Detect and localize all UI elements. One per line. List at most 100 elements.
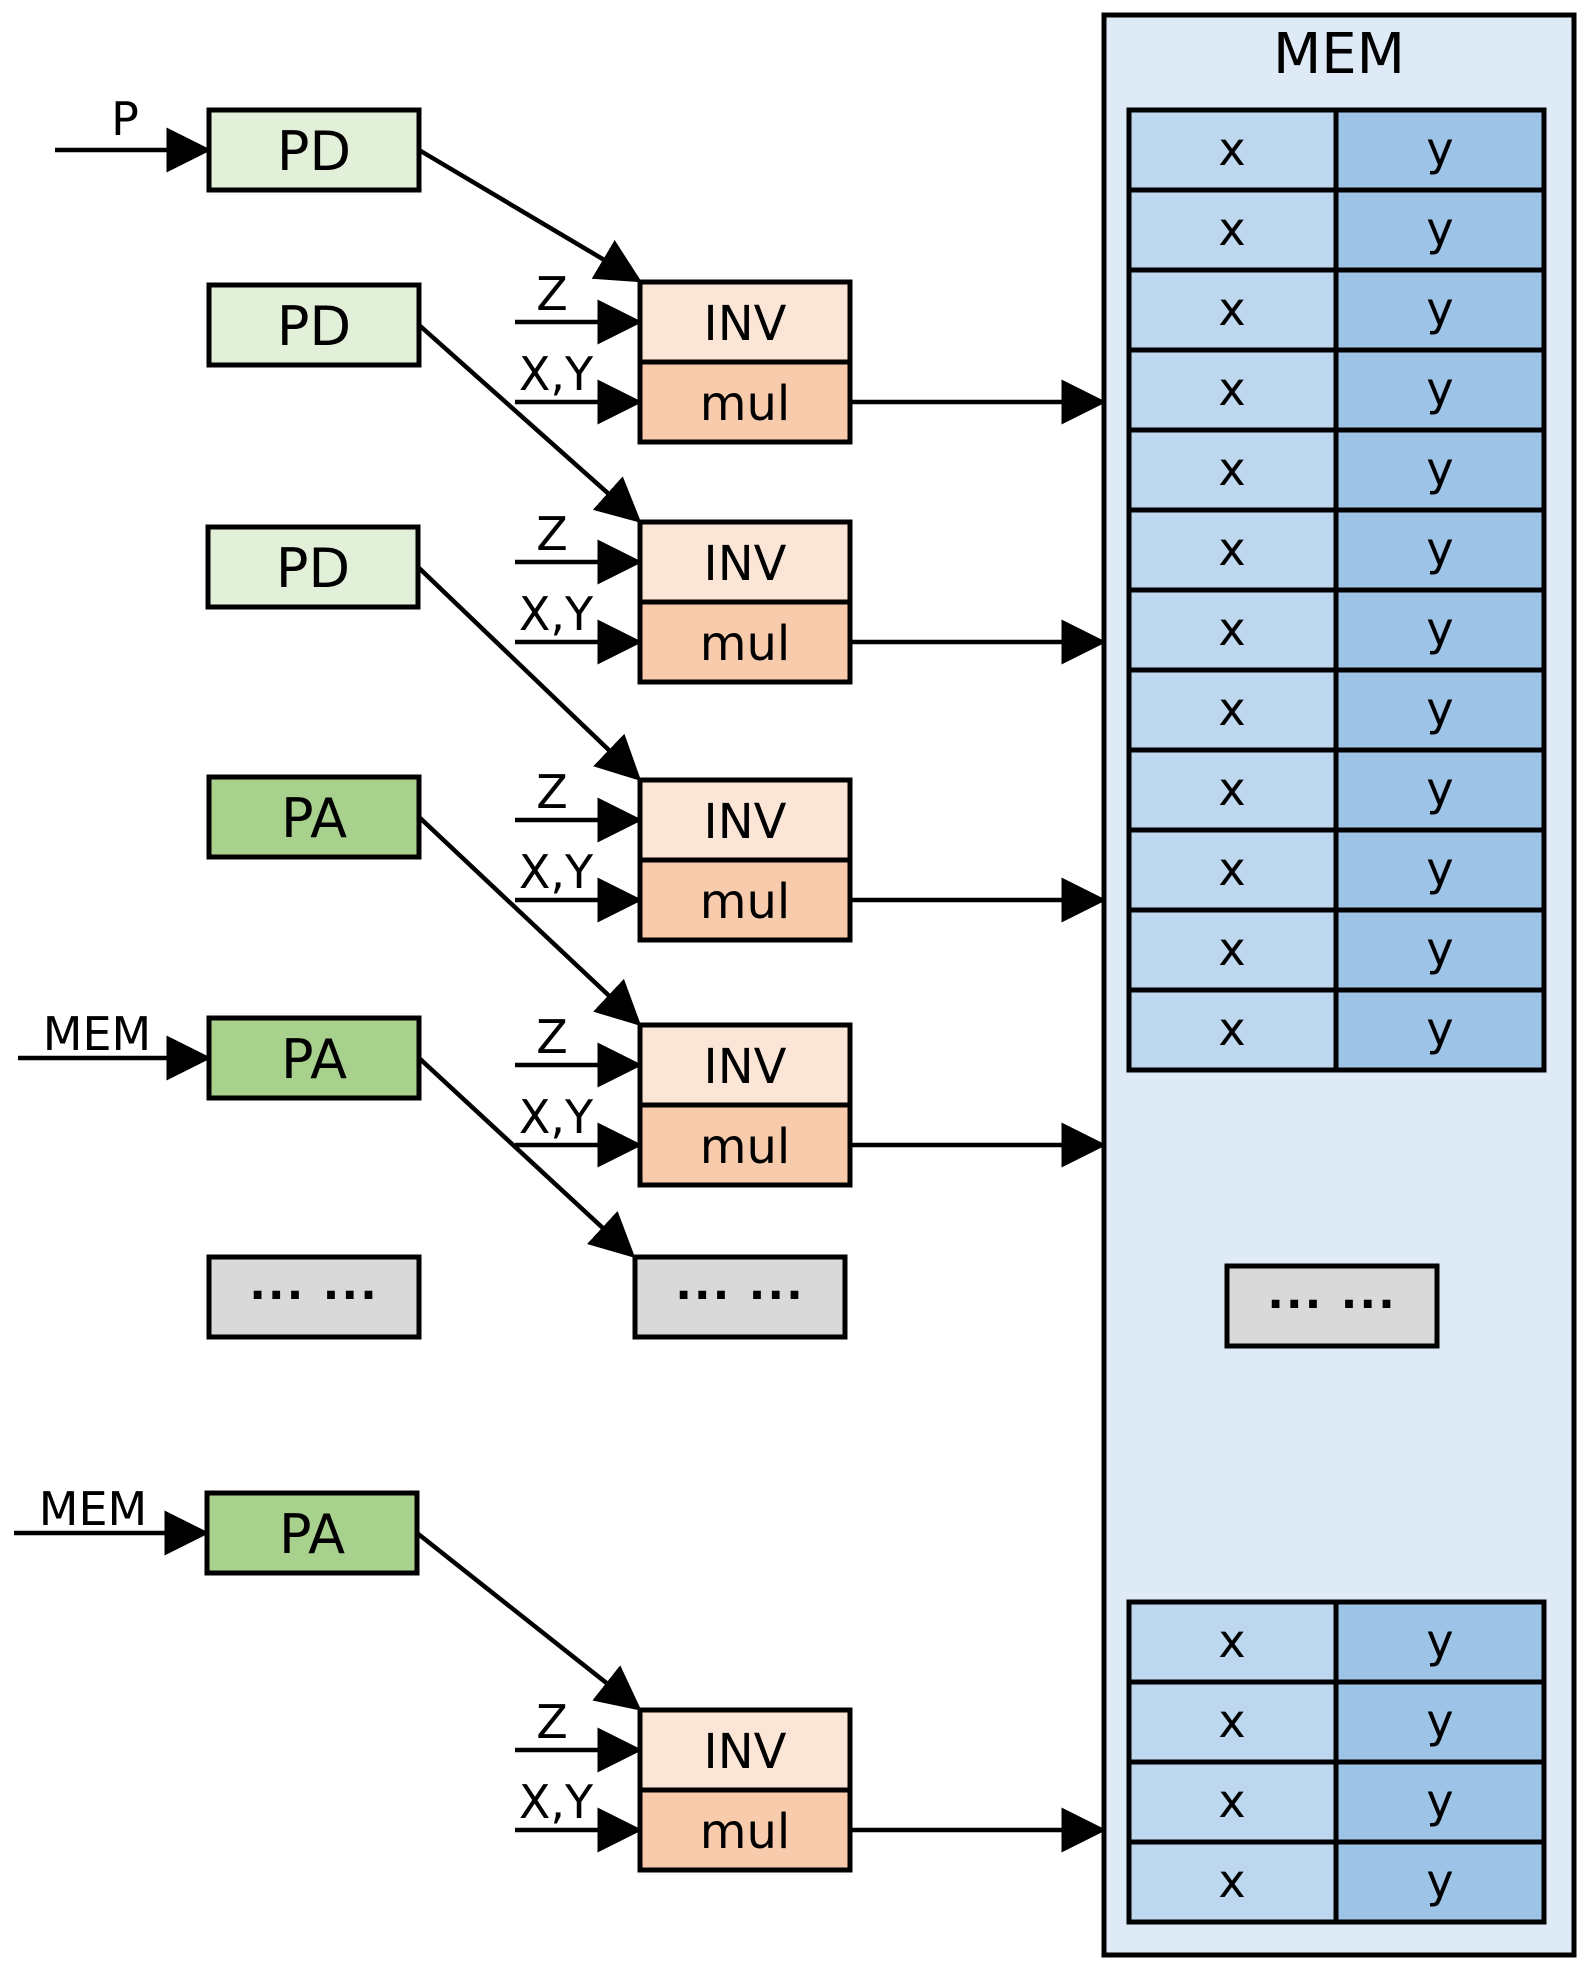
- memory-top-row-12-x-label: x: [1218, 1002, 1245, 1056]
- memory-bottom-row-3-y-cell: [1333, 1759, 1547, 1845]
- memory-top-row-5-y-cell: [1333, 427, 1547, 513]
- connection-wires: [14, 127, 1107, 1853]
- memory-top-row-12-y-cell: [1333, 987, 1547, 1073]
- inv-unit-5: [637, 1707, 853, 1793]
- memory-top-row-9-y-cell: [1333, 747, 1547, 833]
- inv-unit-4: [637, 1022, 853, 1108]
- z-label-1: Z: [536, 267, 568, 321]
- memory-top-row-4-x-label: x: [1218, 362, 1245, 416]
- memory-ellipsis-box: [1224, 1263, 1440, 1349]
- mul-unit-3-label: mul: [700, 874, 791, 930]
- mul-unit-5-label: mul: [700, 1804, 791, 1860]
- memory-top-row-6-x-cell: [1126, 507, 1339, 593]
- memory-top-row-5-x-cell: [1126, 427, 1339, 513]
- pd-block-2: [206, 282, 422, 368]
- mul-unit-1-label: mul: [700, 376, 791, 432]
- memory-top-row-4-y-label: y: [1426, 362, 1453, 416]
- middle-ellipsis-text: ··· ···: [675, 1270, 805, 1321]
- memory-top-row-1-x-label: x: [1218, 122, 1245, 176]
- mem-input-label-1: MEM: [43, 1007, 151, 1061]
- pa-block-3: [204, 1490, 420, 1576]
- inv-unit-1: [637, 279, 853, 365]
- mul-unit-4: [637, 1102, 853, 1188]
- memory-top-row-3-x-cell: [1126, 267, 1339, 353]
- memory-title: MEM: [1273, 22, 1405, 87]
- memory-top-row-11-x-label: x: [1218, 922, 1245, 976]
- memory-top-row-5-y-label: y: [1426, 442, 1453, 496]
- memory-bottom-row-4-y-label: y: [1426, 1854, 1453, 1908]
- pa-block-2: [206, 1015, 422, 1101]
- mul-unit-1: [637, 359, 853, 445]
- pa-2-to-ellipsis-arrow: [417, 1056, 636, 1259]
- inv-unit-3-label: INV: [704, 794, 787, 850]
- memory-bottom-row-1-y-cell: [1333, 1599, 1547, 1685]
- memory-ellipsis-text: ··· ···: [1267, 1279, 1397, 1330]
- memory-bottom-row-1-x-label: x: [1218, 1614, 1245, 1668]
- mul-unit-2-label: mul: [700, 616, 791, 672]
- inv-unit-2: [637, 519, 853, 605]
- memory-top-row-6-y-label: y: [1426, 522, 1453, 576]
- xy-label-2: X,Y: [519, 587, 594, 641]
- pa-block-2-label: PA: [281, 1028, 347, 1091]
- pd-block-1-label: PD: [277, 120, 351, 183]
- pa-3-to-inv-5-arrow: [415, 1531, 642, 1711]
- left-ellipsis-box: [206, 1254, 422, 1340]
- mul-unit-2: [637, 599, 853, 685]
- xy-label-4: X,Y: [519, 1090, 594, 1144]
- z-label-5: Z: [536, 1695, 568, 1749]
- memory-top-row-3-x-label: x: [1218, 282, 1245, 336]
- inv-unit-5-label: INV: [704, 1724, 787, 1780]
- xy-label-1: X,Y: [519, 347, 594, 401]
- pd-3-to-inv-3-arrow: [416, 565, 642, 782]
- memory-top-row-10-y-label: y: [1426, 842, 1453, 896]
- pd-block-2-label: PD: [277, 295, 351, 358]
- pd-1-to-inv-1-arrow: [417, 148, 642, 283]
- memory-top-row-4-x-cell: [1126, 347, 1339, 433]
- pa-block-3-label: PA: [279, 1503, 345, 1566]
- memory-bottom-row-3-y-label: y: [1426, 1774, 1453, 1828]
- z-label-3: Z: [536, 765, 568, 819]
- pd-block-1: [206, 107, 422, 193]
- z-label-4: Z: [536, 1010, 568, 1064]
- memory-bottom-row-4-y-cell: [1333, 1839, 1547, 1925]
- mul-unit-4-label: mul: [700, 1119, 791, 1175]
- middle-ellipsis-box: [632, 1254, 848, 1340]
- inv-unit-1-label: INV: [704, 296, 787, 352]
- memory-top-row-12-y-label: y: [1426, 1002, 1453, 1056]
- memory-bottom-row-3-x-label: x: [1218, 1774, 1245, 1828]
- mul-unit-3: [637, 857, 853, 943]
- memory-top-row-8-x-cell: [1126, 667, 1339, 753]
- mul-unit-5: [637, 1787, 853, 1873]
- memory-top-row-1-y-label: y: [1426, 122, 1453, 176]
- memory-top-row-2-x-label: x: [1218, 202, 1245, 256]
- memory-top-row-7-y-label: y: [1426, 602, 1453, 656]
- memory-top-row-11-x-cell: [1126, 907, 1339, 993]
- xy-label-5: X,Y: [519, 1775, 594, 1829]
- memory-top-row-3-y-label: y: [1426, 282, 1453, 336]
- memory-bottom-row-2-y-cell: [1333, 1679, 1547, 1765]
- p-input-label: P: [111, 92, 139, 146]
- memory-top-row-10-x-cell: [1126, 827, 1339, 913]
- memory-top-row-8-x-label: x: [1218, 682, 1245, 736]
- memory-top-row-6-x-label: x: [1218, 522, 1245, 576]
- pd-block-3-label: PD: [276, 537, 350, 600]
- memory-top-row-10-x-label: x: [1218, 842, 1245, 896]
- pd-block-3: [205, 524, 421, 610]
- pa-block-1: [206, 774, 422, 860]
- memory-top-row-9-x-label: x: [1218, 762, 1245, 816]
- inv-unit-2-label: INV: [704, 536, 787, 592]
- pd-2-to-inv-2-arrow: [417, 323, 642, 523]
- memory-top-row-9-y-label: y: [1426, 762, 1453, 816]
- memory-bottom-row-1-y-label: y: [1426, 1614, 1453, 1668]
- mem-input-label-2: MEM: [39, 1482, 147, 1536]
- xy-label-3: X,Y: [519, 845, 594, 899]
- memory-top-row-5-x-label: x: [1218, 442, 1245, 496]
- memory-top-row-7-x-cell: [1126, 587, 1339, 673]
- memory-top-row-8-y-label: y: [1426, 682, 1453, 736]
- memory-top-row-7-x-label: x: [1218, 602, 1245, 656]
- inv-unit-3: [637, 777, 853, 863]
- memory-top-row-8-y-cell: [1333, 667, 1547, 753]
- inv-unit-4-label: INV: [704, 1039, 787, 1095]
